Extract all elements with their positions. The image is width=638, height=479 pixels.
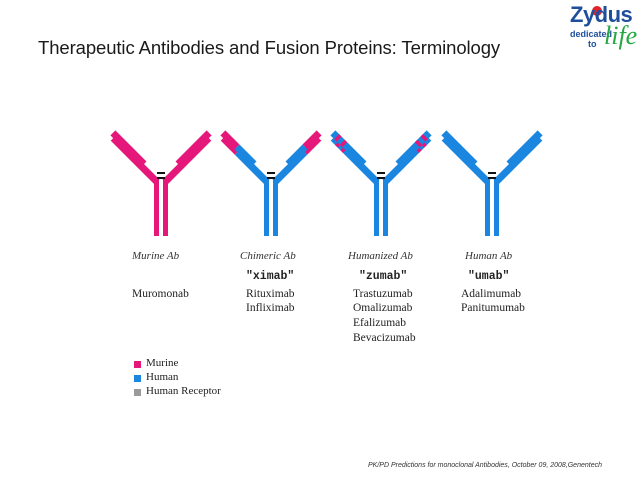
ab-murine-stem-right — [163, 178, 168, 236]
chimeric-drug-2: Infliximab — [246, 302, 295, 314]
humanized-drug-4: Bevacizumab — [353, 332, 416, 344]
legend-swatch-murine — [134, 361, 141, 368]
ab-humanized-light-right-cdr-2 — [420, 134, 428, 142]
ab-chimeric-heavy-left-variable — [220, 135, 240, 155]
ab-chimeric-disulfide-2 — [267, 177, 275, 179]
humanized-ab-title: Humanized Ab — [348, 250, 413, 262]
human-drug-1: Adalimumab — [461, 288, 522, 300]
ab-chimeric-light-left-constant — [234, 144, 257, 167]
logo-brand: Zydus — [570, 2, 633, 27]
humanized-drug-3: Efalizumab — [353, 317, 407, 329]
ab-chimeric-light-right-constant — [285, 144, 308, 167]
logo-tagline-1: dedicated — [570, 29, 613, 39]
human-drug-2: Panitumumab — [461, 302, 525, 314]
ab-chimeric-light-right-variable — [302, 130, 322, 150]
chimeric-ab-title: Chimeric Ab — [240, 250, 296, 262]
legend-label-murine: Murine — [146, 357, 179, 369]
humanized-drug-2: Omalizumab — [353, 302, 413, 314]
legend-swatch-receptor — [134, 389, 141, 396]
ab-chimeric-light-left-variable — [220, 130, 240, 150]
human-suffix: "umab" — [468, 270, 510, 283]
ab-human-stem-left — [485, 178, 490, 236]
humanized-drug-1: Trastuzumab — [353, 288, 413, 300]
ab-humanized-stem-right — [383, 178, 388, 236]
ab-humanized-stem-left — [374, 178, 379, 236]
ab-chimeric-disulfide-1 — [267, 172, 275, 174]
ab-human-heavy-right — [493, 135, 543, 185]
ab-murine-heavy-right — [162, 135, 212, 185]
murine-ab-title: Murine Ab — [132, 250, 180, 262]
human-ab-title: Human Ab — [465, 250, 513, 262]
murine-drug-1: Muromonab — [132, 288, 189, 300]
ab-humanized-disulfide-1 — [377, 172, 385, 174]
ab-humanized-light-left-cdr-2 — [334, 134, 342, 142]
ab-chimeric-heavy-right-constant — [272, 149, 308, 185]
ab-humanized-light-left-cdr-1 — [339, 139, 348, 148]
ab-human-disulfide-2 — [488, 177, 496, 179]
ab-humanized-light-right-cdr-1 — [414, 139, 423, 148]
ab-human-heavy-left — [441, 135, 491, 185]
ab-murine-disulfide-1 — [157, 172, 165, 174]
humanized-suffix: "zumab" — [359, 270, 408, 283]
chimeric-drug-1: Rituximab — [246, 288, 295, 300]
ab-chimeric-heavy-left-constant — [234, 149, 270, 185]
legend-label-receptor: Human Receptor — [146, 385, 221, 397]
ab-humanized-disulfide-2 — [377, 177, 385, 179]
ab-murine-light-left — [110, 130, 147, 167]
ab-human-light-left — [441, 130, 478, 167]
legend-label-human: Human — [146, 371, 179, 383]
ab-chimeric-heavy-right-variable — [302, 135, 322, 155]
slide-title: Therapeutic Antibodies and Fusion Protei… — [38, 37, 501, 58]
logo-swirl-icon — [592, 6, 602, 16]
ab-chimeric-stem-right — [273, 178, 278, 236]
ab-murine-light-right — [175, 130, 212, 167]
source-footer: PK/PD Predictions for monoclonal Antibod… — [368, 462, 602, 469]
ab-murine-heavy-left — [110, 135, 160, 185]
logo-tagline-3: life — [604, 21, 638, 50]
legend-swatch-human — [134, 375, 141, 382]
ab-human-light-right — [506, 130, 543, 167]
ab-human-disulfide-1 — [488, 172, 496, 174]
ab-chimeric-stem-left — [264, 178, 269, 236]
logo-tagline-2: to — [588, 39, 597, 49]
ab-humanized-light-right — [395, 130, 432, 167]
ab-murine-stem-left — [154, 178, 159, 236]
ab-humanized-light-left — [330, 130, 367, 167]
zydus-logo: Zydus dedicated to life — [566, 2, 638, 54]
ab-human-stem-right — [494, 178, 499, 236]
ab-murine-disulfide-2 — [157, 177, 165, 179]
chimeric-suffix: "ximab" — [246, 270, 295, 283]
